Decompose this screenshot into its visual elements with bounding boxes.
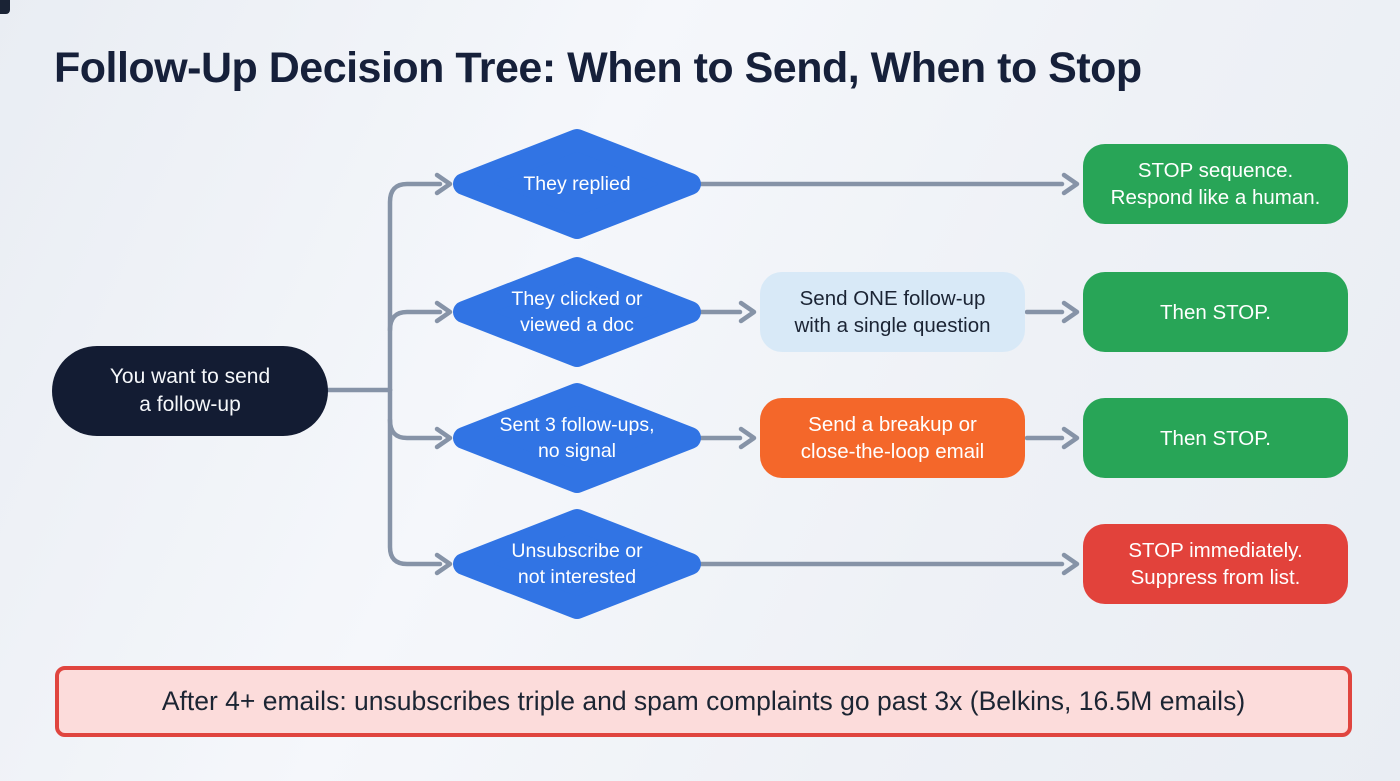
edge-trunk-branch4: [387, 387, 443, 567]
arrowhead-row1-outcome: [1061, 172, 1080, 196]
footnote-banner: After 4+ emails: unsubscribes triple and…: [55, 666, 1352, 737]
edge-trunk-branch1: [387, 181, 443, 393]
action-send-one-followup: Send ONE follow-up with a single questio…: [760, 272, 1025, 352]
arrowhead-branch4: [434, 552, 453, 576]
root-label-line1: You want to send: [109, 365, 271, 388]
condition-label: Sent 3 follow-ups, no signal: [499, 414, 655, 462]
action-send-breakup-email: Send a breakup or close-the-loop email: [760, 398, 1025, 478]
condition-clicked-or-viewed-doc: They clicked or viewed a doc: [452, 256, 702, 368]
outcome-then-stop-row2: Then STOP.: [1083, 272, 1348, 352]
edge-trunk-branch3: [387, 417, 443, 441]
outcome-then-stop-row3: Then STOP.: [1083, 398, 1348, 478]
connector-group: [325, 172, 1080, 576]
diamond-shape: [453, 257, 701, 367]
outcome-stop-immediately: STOP immediately. Suppress from list.: [1083, 524, 1348, 604]
root-node-want-to-send: You want to send a follow-up: [52, 346, 328, 436]
condition-label: They replied: [523, 173, 631, 195]
diamond-shape: [453, 509, 701, 619]
outcome-stop-sequence: STOP sequence. Respond like a human.: [1083, 144, 1348, 224]
condition-three-followups-no-signal: Sent 3 follow-ups, no signal: [452, 382, 702, 494]
root-label-line2: a follow-up: [139, 393, 241, 416]
condition-unsubscribe-not-interested: Unsubscribe or not interested: [452, 508, 702, 620]
condition-they-replied: They replied: [452, 128, 702, 240]
condition-label: They clicked or viewed a doc: [511, 288, 643, 336]
page-title: Follow-Up Decision Tree: When to Send, W…: [54, 44, 1142, 92]
diamond-shape: [453, 383, 701, 493]
condition-label: Unsubscribe or not interested: [511, 540, 643, 588]
arrowhead-row3-outcome: [1061, 426, 1080, 450]
arrowhead-branch2: [434, 300, 453, 324]
edge-trunk-branch2: [387, 309, 443, 333]
arrowhead-row2-action: [738, 300, 757, 324]
arrowhead-row2-outcome: [1061, 300, 1080, 324]
arrowhead-row3-action: [738, 426, 757, 450]
corner-mark: [0, 0, 10, 14]
arrowhead-branch3: [434, 426, 453, 450]
arrowhead-branch1: [434, 172, 453, 196]
arrowhead-row4-outcome: [1061, 552, 1080, 576]
diamond-shape: [453, 129, 701, 239]
footnote-text: After 4+ emails: unsubscribes triple and…: [161, 686, 1246, 716]
